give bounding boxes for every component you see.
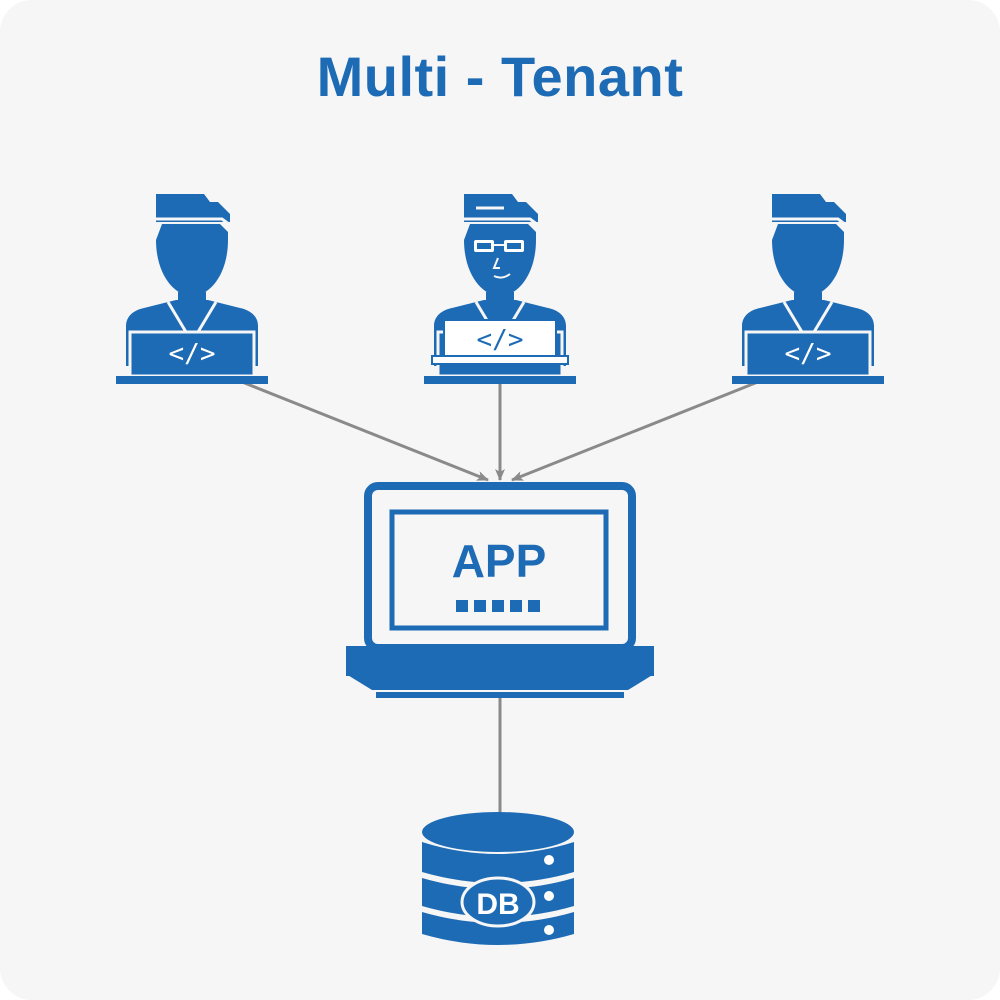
database: DB <box>422 812 574 945</box>
database-icon <box>422 812 574 945</box>
db-label: DB <box>476 888 519 921</box>
tenant-3-code-label: </> <box>785 339 832 369</box>
developer-with-glasses-icon <box>422 192 578 386</box>
app-screen-dots <box>456 600 540 612</box>
tenant-3: </> <box>730 192 886 386</box>
diagram-title: Multi - Tenant <box>316 45 684 108</box>
tenant-1: </> <box>114 192 270 386</box>
app-label: APP <box>452 535 547 587</box>
tenant-2-code-label: </> <box>477 325 524 355</box>
laptop-icon <box>346 482 654 698</box>
app-laptop: APP <box>346 482 654 698</box>
tenant-2: </> <box>422 192 578 386</box>
tenant-1-code-label: </> <box>169 339 216 369</box>
